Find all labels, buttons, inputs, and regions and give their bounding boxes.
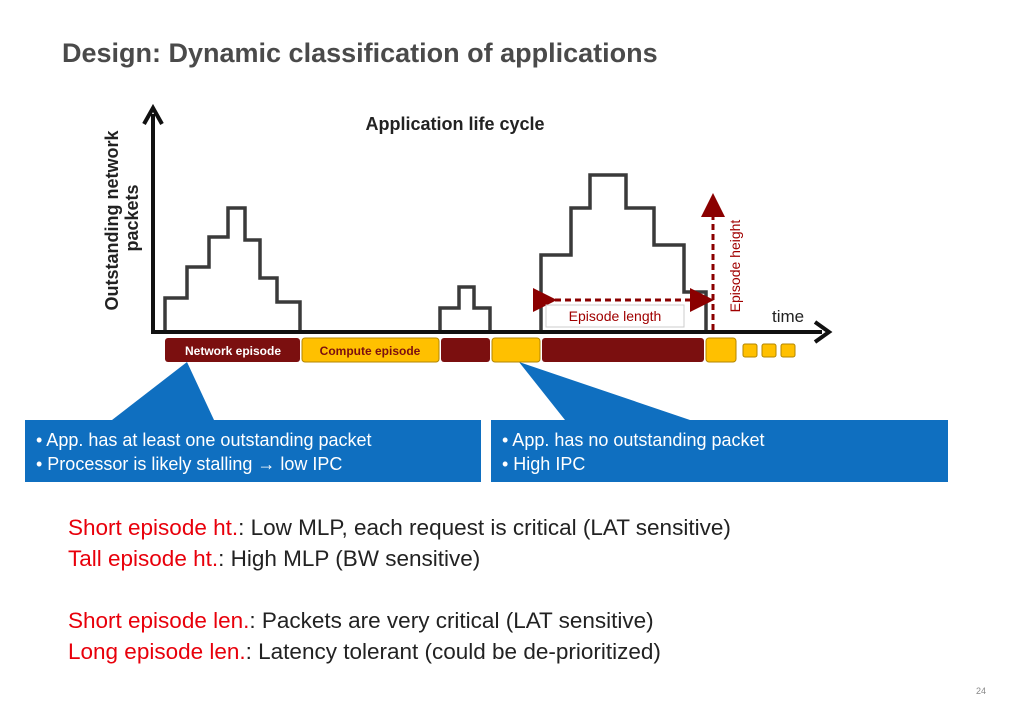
episode-notes: Short episode ht.: Low MLP, each request… xyxy=(68,512,731,667)
y-axis-label: Outstanding network packets xyxy=(102,125,142,310)
callout-box-network xyxy=(25,420,481,482)
compute-episode-block xyxy=(742,343,758,358)
y-axis-label-line2: packets xyxy=(122,184,142,251)
network-episode-label: Network episode xyxy=(185,344,281,358)
note-text: : Low MLP, each request is critical (LAT… xyxy=(238,515,731,540)
callout-pointer-left xyxy=(112,362,214,420)
callout-pointer-right xyxy=(519,362,690,420)
callout-line: • High IPC xyxy=(502,454,586,474)
callout-network-text: • App. has at least one outstanding pack… xyxy=(36,428,372,476)
note-spacer xyxy=(68,574,731,605)
note-short-episode-length: Short episode len.: Packets are very cri… xyxy=(68,605,731,636)
x-axis-label: time xyxy=(772,307,804,326)
callout-line: • App. has no outstanding packet xyxy=(502,430,765,450)
network-episode-block xyxy=(441,338,490,362)
note-term: Short episode ht. xyxy=(68,515,239,540)
note-text: : Latency tolerant (could be de-prioriti… xyxy=(245,639,661,664)
slide-title: Design: Dynamic classification of applic… xyxy=(62,38,658,68)
y-axis-arrow-icon xyxy=(142,103,164,125)
compute-episode-block xyxy=(491,337,541,363)
note-term: Tall episode ht. xyxy=(68,546,219,571)
note-short-episode-height: Short episode ht.: Low MLP, each request… xyxy=(68,512,731,543)
network-episode-block xyxy=(542,338,704,362)
diagram-heading: Application life cycle xyxy=(365,114,544,134)
note-long-episode-length: Long episode len.: Latency tolerant (cou… xyxy=(68,636,731,667)
note-text: : High MLP (BW sensitive) xyxy=(218,546,481,571)
compute-episode-block xyxy=(780,343,796,358)
compute-episode-label: Compute episode xyxy=(320,344,421,358)
compute-episode-block xyxy=(705,337,737,363)
note-term: Short episode len. xyxy=(68,608,250,633)
episode-length-label: Episode length xyxy=(569,308,662,324)
note-tall-episode-height: Tall episode ht.: High MLP (BW sensitive… xyxy=(68,543,731,574)
episode-length-label-box xyxy=(545,304,685,328)
x-axis-arrow-icon xyxy=(813,320,833,344)
callout-compute-text: • App. has no outstanding packet • High … xyxy=(502,428,765,476)
note-text: : Packets are very critical (LAT sensiti… xyxy=(249,608,654,633)
compute-episode-block xyxy=(761,343,777,358)
callout-box-compute xyxy=(491,420,948,482)
packet-curve xyxy=(163,173,708,334)
compute-episode-block xyxy=(301,337,440,363)
callout-line: • Processor is likely stalling → low IPC xyxy=(36,454,343,474)
page-number: 24 xyxy=(975,686,986,696)
callout-line: • App. has at least one outstanding pack… xyxy=(36,430,372,450)
note-term: Long episode len. xyxy=(68,639,246,664)
episode-height-label: Episode height xyxy=(727,220,743,313)
y-axis-label-line1: Outstanding network xyxy=(102,130,122,311)
network-episode-block xyxy=(165,338,300,362)
